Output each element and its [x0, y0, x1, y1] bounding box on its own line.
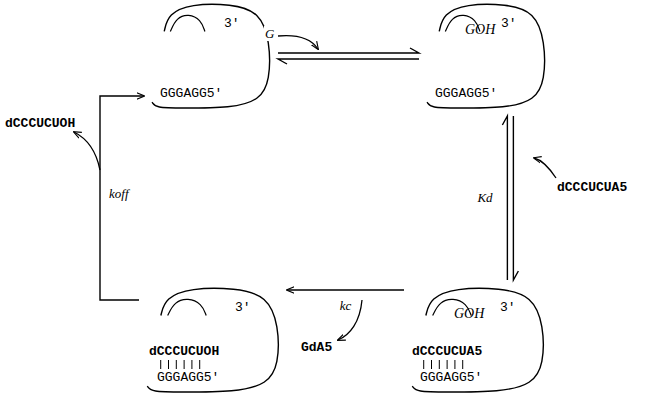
reaction-arrow [278, 48, 419, 64]
ribozyme-state: GOH 3' GGGAGG5' [425, 2, 547, 110]
sequence-text: 3' [224, 16, 240, 31]
base-pair-tick [184, 360, 185, 369]
sequence-text: GOH [454, 306, 484, 321]
sequence-text: dCCCUCUOH [149, 344, 219, 359]
base-pair-tick [160, 360, 161, 369]
ribozyme-state: GOH 3' dCCCUCUA5GGGAGG5' [410, 286, 546, 394]
rate-constant: kc [339, 298, 353, 313]
sequence-text: GOH [465, 22, 495, 37]
release-arrow [74, 132, 100, 170]
ribozyme-state: 3' GGGAGG5' [150, 2, 272, 110]
sequence-text: dCCCUCUA5 [412, 344, 482, 359]
base-pair-tick [199, 360, 200, 369]
ribozyme-body [152, 4, 270, 108]
species-label: dCCCUCUA5 [556, 180, 628, 195]
base-pair-tick [454, 360, 455, 369]
sequence-text: GGGAGG5' [435, 86, 497, 101]
g-binding-pocket [168, 299, 207, 315]
base-pair-tick [423, 360, 424, 369]
ribozyme-body [147, 288, 278, 392]
sequence-text: GGGAGG5' [420, 370, 482, 385]
base-pair-tick [462, 360, 463, 369]
species-label: dCCCUCUOH [4, 116, 76, 131]
rate-constant: koff [108, 186, 130, 201]
species-label: GdA5 [300, 340, 333, 355]
base-pair-tick [439, 360, 440, 369]
sequence-text: 3' [235, 300, 251, 315]
base-pair-tick [431, 360, 432, 369]
reaction-arrow [100, 96, 144, 300]
rate-constant: Kd [476, 190, 493, 205]
reaction-arrow [287, 289, 404, 290]
ribozyme-body [427, 4, 545, 108]
sequence-text: GGGAGG5' [160, 86, 222, 101]
base-pair-tick [447, 360, 448, 369]
species-label: G [264, 26, 275, 41]
g-binding-pocket [170, 15, 205, 31]
base-pair-tick [168, 360, 169, 369]
sequence-text: 3' [500, 300, 516, 315]
sequence-text: 3' [501, 16, 517, 31]
ribozyme-state: 3' dCCCUCUOH GGGAGG5' [145, 286, 281, 394]
binding-arrow [278, 36, 318, 49]
binding-arrow [534, 158, 556, 178]
base-pair-tick [191, 360, 192, 369]
base-pair-tick [176, 360, 177, 369]
ribozyme-body [412, 288, 543, 392]
sequence-text: GGGAGG5' [157, 370, 219, 385]
reaction-arrow [502, 116, 518, 280]
